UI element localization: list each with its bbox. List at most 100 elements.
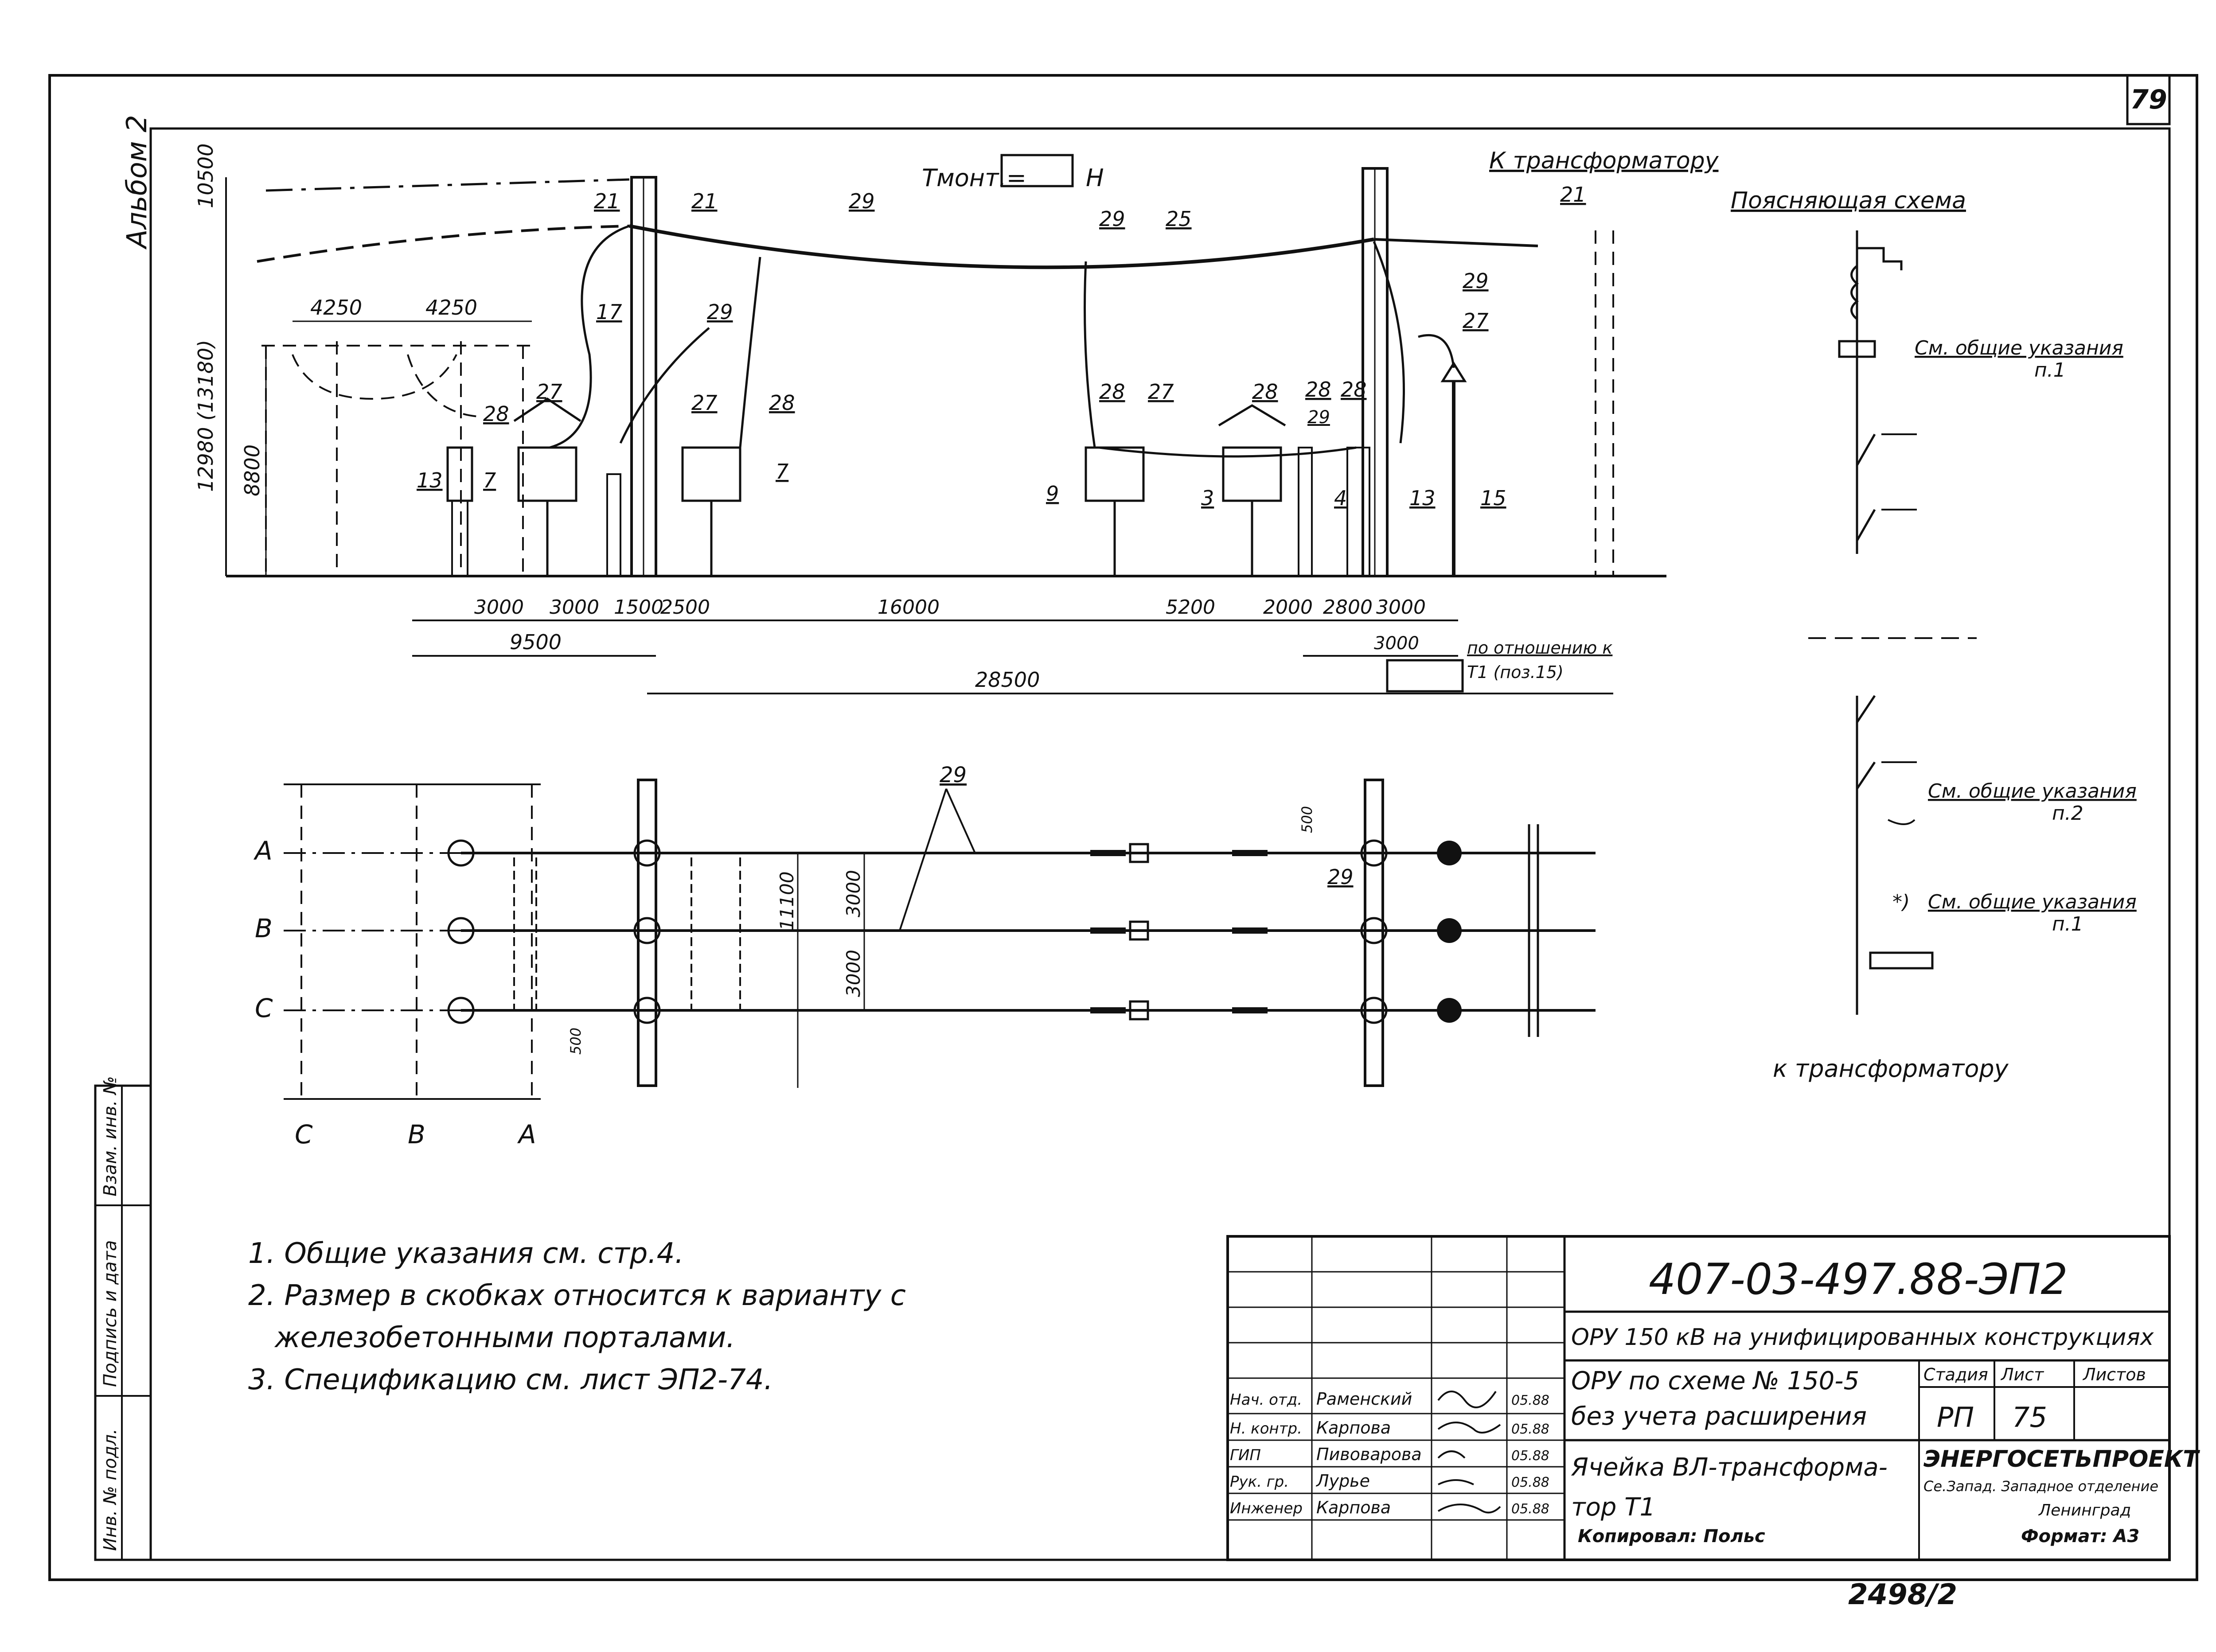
dim-28500: 28500 <box>975 668 1040 692</box>
axis-v: В <box>408 1119 425 1149</box>
plan-view: A B C С В А 29 29 11100 3000 3000 500 50… <box>253 763 1596 1149</box>
tb-cell-2: тор Т1 <box>1571 1493 1655 1522</box>
tb-org2: Се.Запад. Западное отделение <box>1923 1478 2158 1495</box>
tb-role-3: Рук. гр. <box>1230 1473 1289 1491</box>
callout-27-c: 27 <box>691 391 718 415</box>
callout-25: 25 <box>1166 207 1192 231</box>
dim-9500: 9500 <box>510 630 562 654</box>
tb-role-0: Нач. отд. <box>1230 1391 1302 1409</box>
callout-7-a: 7 <box>483 468 496 492</box>
equipment-stands <box>446 361 1467 577</box>
callout-28-e: 28 <box>1305 378 1331 401</box>
plan-equipment <box>447 824 1539 1037</box>
phase-a: A <box>253 836 273 866</box>
note-3: 3. Спецификацию см. лист ЭП2-74. <box>248 1364 773 1396</box>
dim-2500: 2500 <box>660 596 710 619</box>
dim-3000-3: 3000 <box>1376 596 1426 619</box>
album-label: Альбом 2 <box>121 115 153 250</box>
stamp-inv: Инв. № подл. <box>100 1429 121 1551</box>
callout-9: 9 <box>1046 482 1059 506</box>
tb-date-1: 05.88 <box>1511 1422 1549 1437</box>
note-transformer-2: Т1 (поз.15) <box>1467 662 1564 682</box>
tb-stage: РП <box>1937 1401 1974 1434</box>
callout-29-b: 29 <box>1099 207 1125 231</box>
callout-15: 15 <box>1480 486 1506 510</box>
tb-stage-hdr: Стадия <box>1923 1365 1988 1384</box>
tb-name-4: Карпова <box>1316 1498 1391 1517</box>
tb-sheet: 75 <box>2012 1401 2047 1434</box>
callout-29-a: 29 <box>849 189 875 213</box>
tb-sheets-hdr: Листов <box>2082 1365 2146 1384</box>
general-notes: 1. Общие указания см. стр.4. 2. Размер в… <box>248 1237 906 1396</box>
outer-frame <box>48 74 2198 1581</box>
callout-21-b: 21 <box>691 189 718 213</box>
dim-3000-1: 3000 <box>474 596 524 619</box>
signature-scribbles <box>1437 1391 1501 1514</box>
dim-8800: 8800 <box>240 444 264 496</box>
callout-28-f: 28 <box>1341 378 1367 401</box>
tb-scheme-1: ОРУ по схеме № 150-5 <box>1571 1367 1859 1395</box>
tension-unit: Н <box>1086 164 1104 192</box>
callout-13-a: 13 <box>417 468 443 492</box>
callout-21-a: 21 <box>594 189 620 213</box>
conductor-to-transformer <box>1373 238 1538 247</box>
dim-5200: 5200 <box>1166 596 1215 619</box>
tb-role-2: ГИП <box>1230 1446 1261 1464</box>
dim-3000-2: 3000 <box>550 596 599 619</box>
scheme-title: Поясняющая схема <box>1731 187 1966 214</box>
tb-date-0: 05.88 <box>1511 1393 1549 1408</box>
left-stamp: Инв. № подл. Подпись и дата Взам. инв. № <box>94 1076 152 1561</box>
tb-copied: Копировал: Польс <box>1578 1526 1765 1547</box>
axis-a: А <box>517 1119 536 1149</box>
callout-29-c: 29 <box>1463 269 1489 293</box>
dim-500-a: 500 <box>1299 806 1315 833</box>
scheme-ref2-p: п.2 <box>2052 802 2083 825</box>
dim-2800: 2800 <box>1323 596 1373 619</box>
stamp-replace: Взам. инв. № <box>100 1076 121 1196</box>
axis-c: С <box>295 1119 313 1149</box>
tb-org1: ЭНЕРГОСЕТЬПРОЕКТ <box>1923 1446 2200 1473</box>
callout-29-d: 29 <box>707 300 733 324</box>
dims-row1: 3000 3000 1500 2500 16000 5200 2000 2800… <box>474 596 1426 619</box>
dim-16000: 16000 <box>878 596 940 619</box>
dim-1500: 1500 <box>614 596 663 619</box>
note-1: 1. Общие указания см. стр.4. <box>248 1237 684 1270</box>
tb-format: Формат: А3 <box>2021 1526 2139 1547</box>
tb-scheme-2: без учета расширения <box>1571 1402 1867 1431</box>
dim-10500: 10500 <box>194 144 218 208</box>
tb-date-2: 05.88 <box>1511 1448 1549 1464</box>
tb-code: 407-03-497.88-ЭП2 <box>1649 1255 2068 1304</box>
dim-500-b: 500 <box>567 1028 584 1055</box>
tb-name-3: Лурье <box>1315 1471 1370 1491</box>
title-block: 407-03-497.88-ЭП2 ОРУ 150 кВ на унифицир… <box>1226 1235 2200 1561</box>
tb-role-4: Инженер <box>1230 1500 1303 1517</box>
callout-28-d: 28 <box>1252 380 1278 404</box>
tb-name-1: Карпова <box>1316 1418 1391 1438</box>
callout-28-a: 28 <box>483 402 509 426</box>
scheme-ref3: См. общие указания <box>1928 891 2137 913</box>
scheme-ref1: См. общие указания <box>1915 337 2123 359</box>
dim-3000-b: 3000 <box>843 950 864 997</box>
callout-13-b: 13 <box>1409 486 1436 510</box>
scheme-ref1-p: п.1 <box>2034 359 2066 382</box>
tb-project: ОРУ 150 кВ на унифицированных конструкци… <box>1571 1324 2154 1351</box>
callouts: 21 21 29 29 25 21 29 27 17 29 27 28 27 2… <box>417 183 1586 510</box>
callout-3: 3 <box>1201 486 1214 510</box>
stamp-sign: Подпись и дата <box>100 1240 121 1387</box>
tb-name-2: Пивоварова <box>1316 1445 1422 1464</box>
callout-7-b: 7 <box>776 460 788 483</box>
tb-date-3: 05.88 <box>1511 1475 1549 1490</box>
callout-27-d: 27 <box>1148 380 1174 404</box>
dim-3000-a: 3000 <box>843 870 864 917</box>
note-2: 2. Размер в скобках относится к варианту… <box>248 1279 906 1312</box>
tb-signatures: Нач. отд. Н. контр. ГИП Рук. гр. Инженер… <box>1230 1389 1549 1517</box>
scheme-ref2: См. общие указания <box>1928 780 2137 803</box>
inner-frame <box>149 127 2171 1561</box>
dim-3000-right: 3000 <box>1374 633 1419 654</box>
tb-name-0: Раменский <box>1316 1389 1412 1409</box>
phase-b: B <box>255 913 273 943</box>
callout-4: 4 <box>1334 486 1347 510</box>
callout-17: 17 <box>596 300 622 324</box>
explanatory-scheme: Поясняющая схема См. общие указания п.1 … <box>1731 187 2137 1083</box>
